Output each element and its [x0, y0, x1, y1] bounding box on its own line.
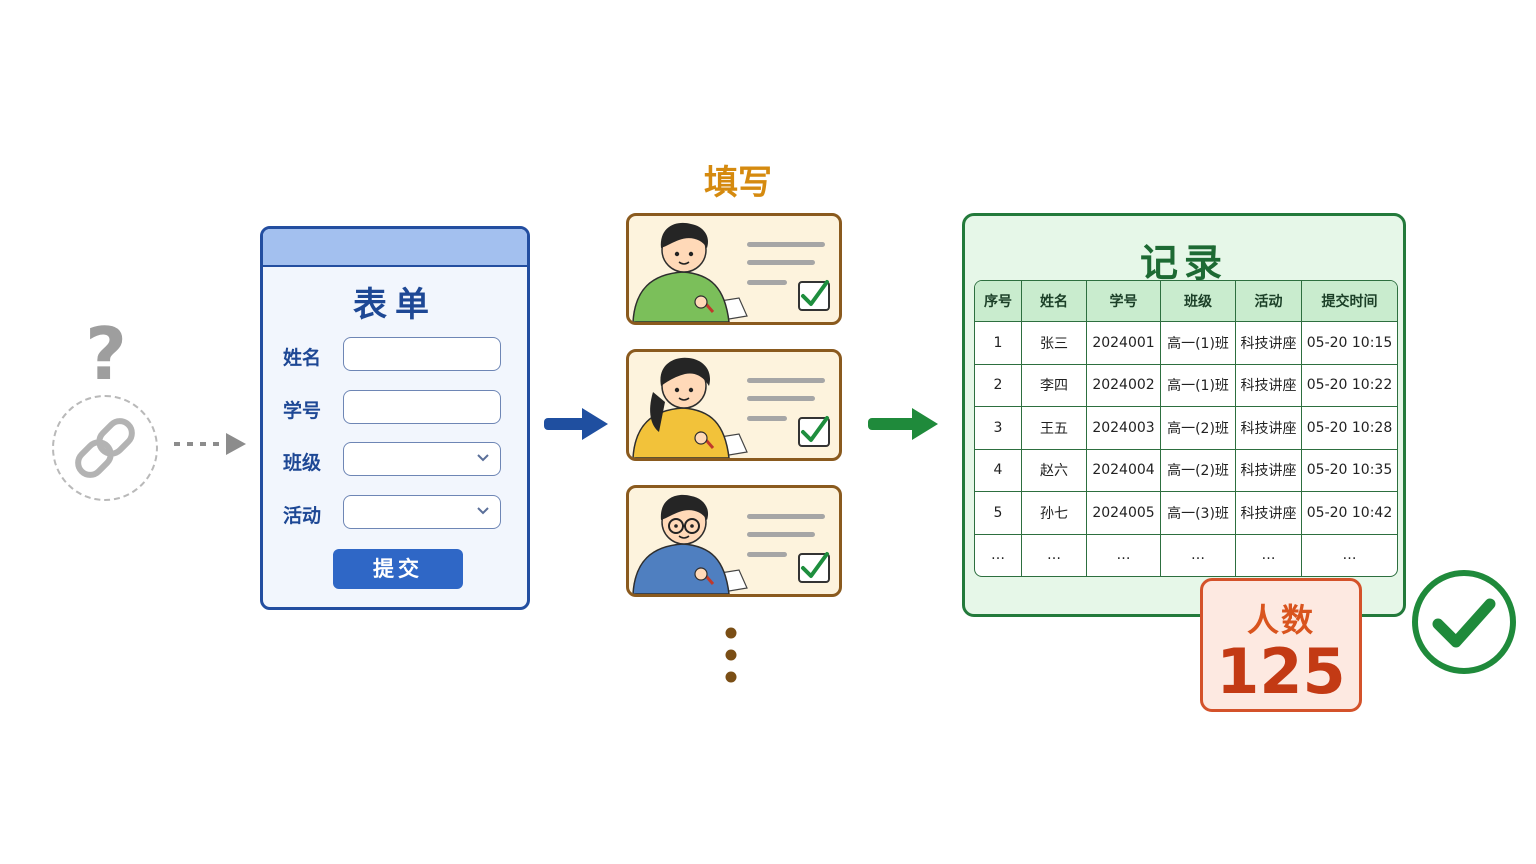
column-header: 活动	[1236, 281, 1302, 322]
table-cell: 2024002	[1087, 364, 1161, 407]
column-header: 序号	[975, 281, 1022, 322]
table-row: 1 张三 2024001 高一(1)班 科技讲座 05-20 10:15	[975, 322, 1397, 365]
column-header: 班级	[1161, 281, 1236, 322]
record-table: 序号 姓名 学号 班级 活动 提交时间 1 张三 2024001 高一(1)班 …	[974, 280, 1398, 577]
table-cell: …	[1087, 534, 1161, 576]
table-cell: 高一(1)班	[1161, 364, 1236, 407]
table-cell: …	[975, 534, 1022, 576]
chevron-down-icon	[477, 507, 489, 515]
table-cell: …	[1342, 547, 1357, 564]
table-cell: 1	[975, 322, 1022, 365]
link-icon	[75, 418, 135, 478]
link-placeholder	[52, 395, 158, 501]
table-row: 2 李四 2024002 高一(1)班 科技讲座 05-20 10:22	[975, 364, 1397, 407]
table-cell: 4	[975, 449, 1022, 492]
record-card: 记录 序号 姓名 学号 班级 活动 提交时间 1 张三 2024001 高一(1…	[962, 213, 1406, 617]
form-label-activity: 活动	[283, 505, 322, 527]
table-cell: 高一(3)班	[1161, 492, 1236, 535]
table-cell: 2024003	[1087, 407, 1161, 450]
table-cell: 05-20 10:42	[1302, 492, 1397, 535]
table-cell: 王五	[1022, 407, 1087, 450]
chevron-down-icon	[477, 454, 489, 462]
table-cell: …	[1236, 534, 1302, 576]
fill-card-2	[626, 349, 842, 461]
arrow-right-green	[868, 408, 938, 440]
table-cell: 高一(2)班	[1161, 449, 1236, 492]
table-cell: 05-20 10:28	[1302, 407, 1397, 450]
class-select[interactable]	[343, 442, 501, 476]
table-cell: 05-20 10:22	[1302, 365, 1397, 407]
submit-button[interactable]: 提交	[333, 549, 463, 589]
table-cell: 2024004	[1087, 449, 1161, 492]
table-header-row: 序号 姓名 学号 班级 活动 提交时间	[975, 281, 1397, 322]
count-value: 125	[1216, 635, 1346, 708]
form-label-student-id: 学号	[283, 400, 322, 422]
check-circle-icon	[1412, 570, 1516, 674]
table-cell: 科技讲座	[1236, 364, 1302, 407]
student-writing-icon	[632, 357, 830, 458]
table-cell: …	[1022, 534, 1087, 576]
column-header: 姓名	[1022, 281, 1087, 322]
student-id-input[interactable]	[343, 390, 501, 424]
table-cell: 赵六	[1022, 449, 1087, 492]
table-cell: 2	[975, 364, 1022, 407]
column-header: 提交时间	[1302, 281, 1397, 322]
arrow-right-blue	[544, 408, 608, 440]
column-header: 学号	[1087, 281, 1161, 322]
table-cell: 2024005	[1087, 492, 1161, 535]
table-cell: 高一(1)班	[1161, 322, 1236, 365]
table-cell: 2024001	[1087, 322, 1161, 365]
table-cell: 科技讲座	[1236, 407, 1302, 450]
fill-title: 填写	[704, 163, 772, 203]
fill-card-1	[626, 213, 842, 325]
table-cell: …	[1161, 534, 1236, 576]
form-label-class: 班级	[283, 452, 322, 474]
more-dots-icon	[725, 627, 737, 683]
student-writing-icon	[632, 222, 830, 322]
form-label-name: 姓名	[283, 347, 322, 369]
table-cell: 高一(2)班	[1161, 407, 1236, 450]
count-label: 人数	[1246, 601, 1315, 639]
form-title: 表单	[353, 285, 437, 325]
table-row: 3 王五 2024003 高一(2)班 科技讲座 05-20 10:28	[975, 407, 1397, 450]
table-row: 4 赵六 2024004 高一(2)班 科技讲座 05-20 10:35	[975, 449, 1397, 492]
form-card: 表单 姓名 学号 班级 活动 提交	[260, 226, 530, 610]
dotted-arrow	[174, 433, 246, 455]
count-badge: 人数 125	[1200, 578, 1362, 712]
record-title: 记录	[1139, 241, 1228, 285]
table-cell: 5	[975, 492, 1022, 535]
question-mark: ?	[85, 312, 127, 396]
table-cell: 科技讲座	[1236, 322, 1302, 365]
table-row-ellipsis: … … … … … …	[975, 534, 1397, 576]
name-input[interactable]	[343, 337, 501, 371]
fill-card-3	[626, 485, 842, 597]
table-cell: 3	[975, 407, 1022, 450]
table-cell: 科技讲座	[1236, 492, 1302, 535]
activity-select[interactable]	[343, 495, 501, 529]
table-cell: 李四	[1022, 364, 1087, 407]
student-writing-icon	[632, 494, 830, 594]
table-cell: 05-20 10:35	[1302, 450, 1397, 492]
table-cell: 孙七	[1022, 492, 1087, 535]
table-cell: 05-20 10:15	[1302, 322, 1397, 365]
table-cell: 张三	[1022, 322, 1087, 365]
form-header-bar	[263, 229, 527, 267]
table-cell: 科技讲座	[1236, 449, 1302, 492]
table-row: 5 孙七 2024005 高一(3)班 科技讲座 05-20 10:42	[975, 492, 1397, 535]
